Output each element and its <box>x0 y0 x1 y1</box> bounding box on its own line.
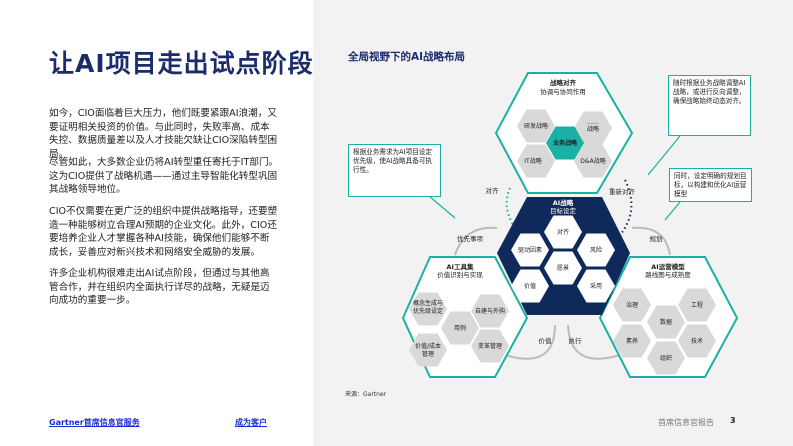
hex-prioritization: 优先级设定 <box>413 307 443 315</box>
small-hexagon <box>471 294 509 328</box>
small-hexagon <box>577 233 615 267</box>
hex-business-strategy: 业务战略 <box>553 139 578 147</box>
hex-rd-strategy: 研发战略 <box>524 122 548 130</box>
hex-governance: 治理 <box>626 301 638 309</box>
small-hexagon <box>647 305 685 339</box>
small-hexagon <box>546 126 584 160</box>
hex-value-cost: 价值/成本 <box>415 342 441 350</box>
priority-arrow <box>454 226 498 256</box>
hex-technology: 技术 <box>691 337 703 345</box>
callout-top-right-line <box>647 135 681 176</box>
center-title: AI战略 <box>553 198 574 207</box>
realign-arrow <box>619 179 633 236</box>
source-note: 来源：Gartner <box>345 391 387 398</box>
left-panel: 让AI项目走出试点阶段 如今，CIO面临着巨大压力，他们既要紧跟AI浪潮，又要证… <box>0 0 313 446</box>
hex-engineering: 工程 <box>691 301 703 309</box>
hex-change-mgmt: 变革管理 <box>478 342 502 350</box>
report-name: 首席信息官报告 <box>658 418 714 427</box>
small-hexagon <box>409 333 447 367</box>
small-hexagon <box>678 324 716 358</box>
hex-strategy: 战略 <box>587 125 599 133</box>
small-hexagon <box>409 292 447 326</box>
hex-data: 数据 <box>660 318 672 326</box>
hex-drivers: 驱动因素 <box>518 246 542 254</box>
page-title: 让AI项目走出试点阶段 <box>49 49 314 78</box>
small-hexagon <box>574 111 612 145</box>
hex-ellipsis: …… <box>587 119 599 126</box>
paragraph-4: 许多企业机构很难走出AI试点阶段，但通过与其他高管合作，并在组织内全面执行详尽的… <box>49 268 270 306</box>
hex-it-strategy: IT战略 <box>524 157 541 165</box>
small-hexagon <box>647 341 685 375</box>
page-number: 3 <box>730 416 736 425</box>
small-hexagon <box>574 144 612 178</box>
left-title: AI工具集 <box>447 262 474 271</box>
diagram-title: 全局视野下的AI战略布局 <box>348 51 466 63</box>
flow-priorities: 优先事项 <box>457 234 484 243</box>
hex-organization: 组织 <box>660 354 672 362</box>
hex-risk: 风险 <box>590 246 602 254</box>
callout-bottom-right-line <box>664 201 681 221</box>
small-hexagon <box>517 109 555 143</box>
planning-arrow <box>631 226 671 256</box>
hex-alignment: 对齐 <box>557 228 569 236</box>
small-hexagon <box>613 324 651 358</box>
hex-value: 价值 <box>524 282 536 290</box>
small-hexagon <box>544 215 582 249</box>
top-title: 战略对齐 <box>550 78 577 87</box>
hex-adoption: 采用 <box>590 282 602 290</box>
paragraph-1: 如今，CIO面临着巨大压力，他们既要紧跟AI浪潮，又要证明相关投资的价值。与此同… <box>49 108 278 160</box>
paragraph-2: 尽管如此，大多数企业仍将AI转型重任寄托于IT部门。这为CIO提供了战略机遇——… <box>49 157 279 195</box>
hex-vision: 愿景 <box>557 265 569 272</box>
callout-realign: 随时根据业务战略调整AI战略，或进行反向调整，确保战略始终动态对齐。 <box>668 75 751 136</box>
small-hexagon <box>511 233 549 267</box>
top-subtitle: 协调与协同作用 <box>540 87 586 96</box>
small-hexagon <box>517 144 555 178</box>
execute-arrow <box>567 324 621 360</box>
hex-use-cases: 用例 <box>454 324 466 332</box>
small-hexagon <box>471 329 509 363</box>
hex-management: 管理 <box>422 350 434 358</box>
gartner-cio-link[interactable]: Gartner首席信息官服务 <box>49 418 140 427</box>
flow-align: 对齐 <box>486 186 500 195</box>
right-title: AI运营模型 <box>651 262 685 271</box>
callout-priorities: 根据业务需求为AI项目设定优先级，使AI战略具备可执行性。 <box>348 144 441 197</box>
flow-execute: 执行 <box>569 336 583 345</box>
paragraph-3: CIO不仅需要在更广泛的组织中提供战略指导，还要塑造一种能够树立合理AI预期的企… <box>49 206 278 258</box>
hex-ideation: 概念生成与 <box>413 299 443 307</box>
hex-literacy: 素养 <box>626 337 638 345</box>
small-hexagon <box>678 288 716 322</box>
small-hexagon <box>511 269 549 303</box>
center-subtitle: 目标设定 <box>550 206 577 215</box>
callout-operating-model: 同时，设定明确的规划目标，以构建和优化AI运营模型 <box>669 168 752 202</box>
flow-realign: 重新对齐 <box>609 187 636 196</box>
hex-build-buy: 自建与外购 <box>475 307 505 315</box>
small-hexagon <box>613 288 651 322</box>
flow-value: 价值 <box>539 336 553 345</box>
value-arrow <box>504 324 556 360</box>
become-client-link[interactable]: 成为客户 <box>235 418 267 427</box>
left-subtitle: 价值识别与实现 <box>437 270 483 279</box>
hex-da-strategy: D&A战略 <box>580 157 605 165</box>
right-subtitle: 路线图与成熟度 <box>645 270 691 279</box>
small-hexagon <box>544 251 582 285</box>
small-hexagon <box>577 269 615 303</box>
small-hexagon <box>441 311 479 345</box>
flow-planning: 规划 <box>650 234 663 243</box>
